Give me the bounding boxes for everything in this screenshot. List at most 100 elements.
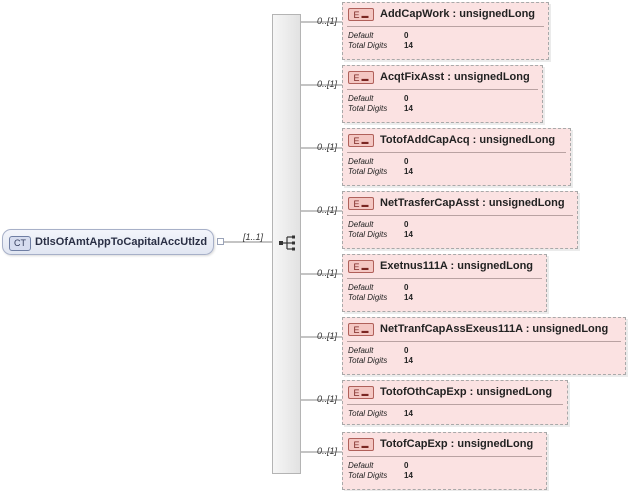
element-badge-icon: E ▬: [348, 323, 374, 336]
property-value: 14: [404, 471, 413, 480]
property-label: Total Digits: [348, 230, 388, 239]
element-separator: [347, 456, 542, 457]
element-header: E ▬ TotofCapExp : unsignedLong: [348, 438, 533, 452]
element-badge-icon: E ▬: [348, 386, 374, 399]
element-header: E ▬ AddCapWork : unsignedLong: [348, 8, 535, 22]
sequence-compositor-bar: [272, 14, 301, 474]
element-separator: [347, 341, 621, 342]
element-cardinality: 0..[1]: [317, 268, 338, 278]
element-badge-icon: E ▬: [348, 134, 374, 147]
element-badge-letter: E: [353, 325, 360, 335]
element-badge-icon: E ▬: [348, 438, 374, 451]
property-value: 14: [404, 409, 413, 418]
property-label: Total Digits: [348, 409, 388, 418]
element-name: TotofOthCapExp : unsignedLong: [380, 386, 553, 398]
property-value: 0: [404, 283, 409, 292]
element-cardinality: 0..[1]: [317, 394, 338, 404]
property-label: Total Digits: [348, 167, 388, 176]
element-badge-icon: E ▬: [348, 260, 374, 273]
element-badge-bar-icon: ▬: [359, 13, 369, 20]
element-header: E ▬ TotofAddCapAcq : unsignedLong: [348, 134, 555, 148]
element-badge-bar-icon: ▬: [359, 76, 369, 83]
element-name: TotofCapExp : unsignedLong: [380, 438, 534, 450]
property-value: 0: [404, 31, 409, 40]
element-name: AddCapWork : unsignedLong: [380, 8, 536, 20]
complex-type-badge: CT: [9, 236, 31, 251]
property-value: 14: [404, 230, 413, 239]
element-cardinality: 0..[1]: [317, 446, 338, 456]
element-badge-icon: E ▬: [348, 71, 374, 84]
element-node[interactable]: E ▬ NetTranfCapAssExeus111A : unsignedLon…: [342, 317, 626, 375]
property-label: Total Digits: [348, 293, 388, 302]
property-label: Default: [348, 461, 374, 470]
element-badge-bar-icon: ▬: [359, 443, 369, 450]
property-value: 0: [404, 220, 409, 229]
element-cardinality: 0..[1]: [317, 142, 338, 152]
complex-type-name: DtlsOfAmtAppToCapitalAccUtlzd: [35, 236, 208, 248]
element-cardinality: 0..[1]: [317, 79, 338, 89]
element-badge-bar-icon: ▬: [359, 391, 369, 398]
element-header: E ▬ Exetnus111A : unsignedLong: [348, 260, 533, 274]
element-separator: [347, 26, 544, 27]
element-name: AcqtFixAsst : unsignedLong: [380, 71, 530, 83]
complex-type-cardinality: [1..1]: [243, 232, 264, 242]
property-label: Total Digits: [348, 104, 388, 113]
property-value: 14: [404, 356, 413, 365]
element-header: E ▬ AcqtFixAsst : unsignedLong: [348, 71, 530, 85]
element-badge-bar-icon: ▬: [359, 202, 369, 209]
property-value: 14: [404, 167, 413, 176]
sequence-icon: [279, 235, 295, 251]
element-header: E ▬ TotofOthCapExp : unsignedLong: [348, 386, 552, 400]
element-name: TotofAddCapAcq : unsignedLong: [380, 134, 556, 146]
element-name: NetTranfCapAssExeus111A : unsignedLong: [380, 323, 609, 335]
element-badge-letter: E: [353, 136, 360, 146]
element-badge-letter: E: [353, 262, 360, 272]
element-badge-icon: E ▬: [348, 197, 374, 210]
property-value: 14: [404, 104, 413, 113]
property-label: Default: [348, 283, 374, 292]
property-value: 0: [404, 157, 409, 166]
element-name: NetTrasferCapAsst : unsignedLong: [380, 197, 565, 209]
property-label: Default: [348, 94, 374, 103]
element-header: E ▬ NetTranfCapAssExeus111A : unsignedLon…: [348, 323, 608, 337]
property-label: Total Digits: [348, 356, 388, 365]
element-badge-icon: E ▬: [348, 8, 374, 21]
element-badge-letter: E: [353, 73, 360, 83]
element-name: Exetnus111A : unsignedLong: [380, 260, 534, 272]
element-badge-letter: E: [353, 10, 360, 20]
element-badge-letter: E: [353, 199, 360, 209]
element-cardinality: 0..[1]: [317, 16, 338, 26]
element-badge-letter: E: [353, 388, 360, 398]
element-separator: [347, 89, 538, 90]
element-cardinality: 0..[1]: [317, 331, 338, 341]
property-label: Default: [348, 220, 374, 229]
property-label: Default: [348, 31, 374, 40]
property-label: Default: [348, 157, 374, 166]
element-cardinality: 0..[1]: [317, 205, 338, 215]
complex-type-node[interactable]: CT DtlsOfAmtAppToCapitalAccUtlzd: [2, 229, 214, 255]
element-separator: [347, 404, 563, 405]
element-badge-bar-icon: ▬: [359, 139, 369, 146]
element-separator: [347, 215, 573, 216]
element-header: E ▬ NetTrasferCapAsst : unsignedLong: [348, 197, 565, 211]
expand-collapse-toggle[interactable]: [217, 238, 224, 245]
element-badge-bar-icon: ▬: [359, 328, 369, 335]
element-separator: [347, 278, 542, 279]
property-value: 14: [404, 293, 413, 302]
element-badge-bar-icon: ▬: [359, 265, 369, 272]
element-separator: [347, 152, 566, 153]
property-value: 14: [404, 41, 413, 50]
property-label: Total Digits: [348, 471, 388, 480]
element-badge-letter: E: [353, 440, 360, 450]
property-value: 0: [404, 94, 409, 103]
property-value: 0: [404, 346, 409, 355]
property-value: 0: [404, 461, 409, 470]
